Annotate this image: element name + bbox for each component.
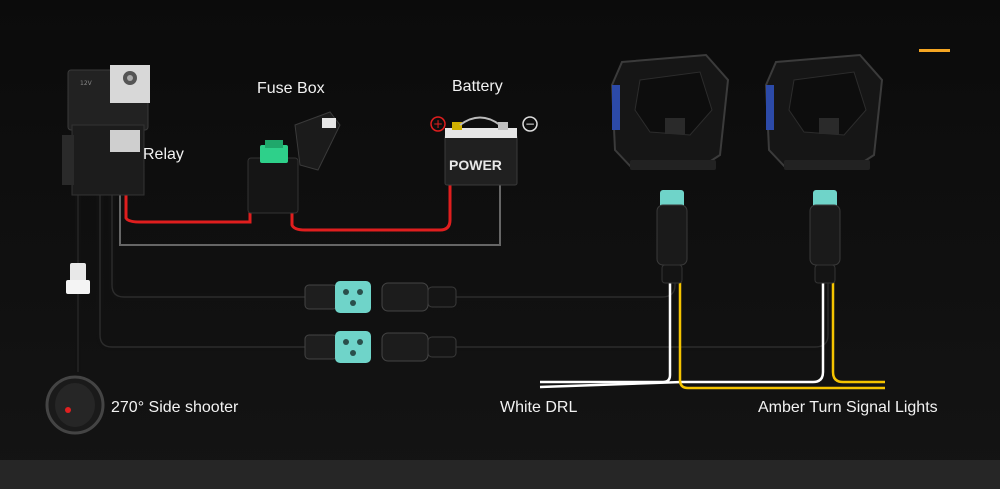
- fuse-to-battery-wire: [290, 135, 452, 232]
- amber-label: Amber Turn Signal Lights: [758, 399, 938, 416]
- drl-wire-2: [539, 280, 825, 389]
- relay: 12V: [62, 65, 150, 196]
- battery-positive-icon: +: [430, 116, 446, 132]
- accent-line: [919, 49, 950, 52]
- minus-glyph: −: [525, 117, 535, 131]
- dt-connector-upper-female: [304, 281, 371, 313]
- relay-harness-lower: [96, 195, 305, 351]
- fuse-box-label: Fuse Box: [257, 80, 325, 97]
- battery-brand-text: POWER: [449, 157, 502, 173]
- relay-to-fuse-wire: [124, 195, 252, 224]
- light-pod-2: [764, 53, 884, 170]
- light2-harness: [455, 270, 832, 351]
- dt-connector-upper-male: [381, 282, 457, 312]
- amber-wire-2: [831, 280, 885, 384]
- dt-connector-lower-female: [304, 331, 371, 363]
- amber-wire-1: [678, 280, 885, 390]
- svg-text:12V: 12V: [80, 80, 93, 87]
- light2-harness-edge: [455, 270, 829, 348]
- rocker-switch: [45, 375, 105, 435]
- bottom-band: [0, 460, 1000, 489]
- light-pod-2-connector: [809, 190, 841, 284]
- battery-label: Battery: [452, 78, 503, 95]
- light1-harness-edge: [455, 270, 676, 298]
- fuse-box: [247, 111, 341, 214]
- battery-negative-icon: −: [522, 116, 538, 132]
- relay-harness-lower-edge: [99, 195, 305, 348]
- plus-glyph: +: [433, 117, 443, 131]
- light-pod-1: [610, 53, 730, 170]
- light1-harness: [455, 270, 679, 301]
- switch-label: 270° Side shooter: [111, 399, 239, 416]
- relay-harness-upper-edge: [111, 195, 305, 298]
- battery: POWER: [444, 116, 518, 186]
- relay-label: Relay: [143, 146, 184, 163]
- ground-wire: [119, 160, 501, 246]
- switch-connector: [66, 263, 90, 294]
- dt-connector-lower-male: [381, 332, 457, 362]
- light-pod-1-connector: [656, 190, 688, 284]
- white-drl-label: White DRL: [500, 399, 578, 416]
